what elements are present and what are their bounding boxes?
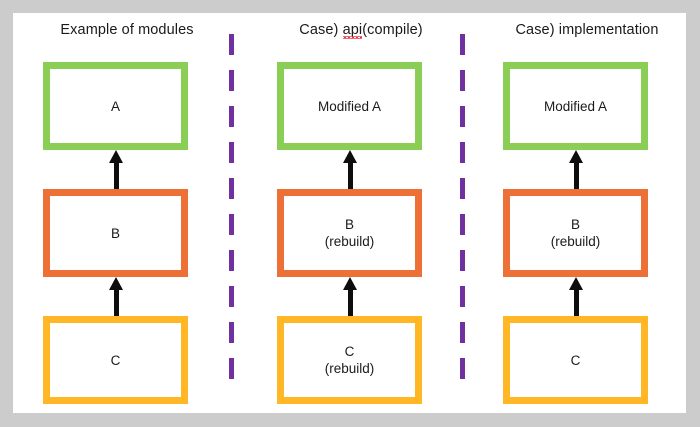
module-box-c-sublabel: (rebuild) bbox=[324, 361, 375, 376]
column-title-example: Example of modules bbox=[15, 22, 239, 38]
module-box-c-label: C bbox=[110, 352, 121, 368]
module-box-a-label: Modified A bbox=[543, 98, 608, 114]
arrow-c-to-b bbox=[343, 277, 358, 316]
module-box-c[interactable]: C bbox=[503, 316, 648, 404]
module-box-c-text: C bbox=[571, 352, 581, 369]
arrow-c-to-b bbox=[569, 277, 584, 316]
column-title-suffix: (compile) bbox=[362, 22, 423, 38]
arrow-b-to-a bbox=[343, 150, 358, 189]
arrow-shaft bbox=[348, 287, 353, 316]
module-box-a[interactable]: A bbox=[43, 62, 188, 150]
module-box-a-label: A bbox=[110, 98, 120, 114]
arrow-c-to-b bbox=[109, 277, 124, 316]
module-box-b-label: B bbox=[344, 217, 354, 232]
module-box-a[interactable]: Modified A bbox=[503, 62, 648, 150]
column-title-prefix: Case) bbox=[299, 22, 343, 38]
module-box-c[interactable]: C (rebuild) bbox=[277, 316, 422, 404]
module-box-c[interactable]: C bbox=[43, 316, 188, 404]
column-title-text: Example of modules bbox=[60, 22, 194, 38]
module-box-b-label: B bbox=[570, 217, 580, 232]
module-box-b-sublabel: (rebuild) bbox=[550, 234, 601, 249]
module-box-c-label: C bbox=[344, 344, 355, 359]
column-divider-2 bbox=[460, 34, 465, 392]
slide-canvas: Example of modules A B C bbox=[13, 13, 686, 413]
column-divider-1 bbox=[229, 34, 234, 392]
column-title-implementation: Case) implementation bbox=[475, 22, 699, 38]
diagram-column-example: Example of modules A B C bbox=[15, 13, 239, 413]
arrow-shaft bbox=[574, 160, 579, 189]
module-box-b-sublabel: (rebuild) bbox=[324, 234, 375, 249]
arrow-up-icon bbox=[343, 277, 357, 290]
module-box-c-text: C (rebuild) bbox=[325, 343, 375, 377]
module-box-b-label: B bbox=[110, 225, 120, 241]
module-box-a[interactable]: Modified A bbox=[277, 62, 422, 150]
module-box-b-text: B (rebuild) bbox=[551, 216, 601, 250]
diagram-column-implementation: Case) implementation Modified A B (rebui… bbox=[475, 13, 699, 413]
module-box-a-text: Modified A bbox=[318, 98, 381, 115]
module-box-b[interactable]: B bbox=[43, 189, 188, 277]
arrow-shaft bbox=[574, 287, 579, 316]
module-box-a-text: Modified A bbox=[544, 98, 607, 115]
module-box-a-text: A bbox=[111, 98, 120, 115]
column-title-api-compile: Case) api(compile) bbox=[249, 22, 473, 39]
module-box-c-label: C bbox=[570, 352, 581, 368]
arrow-shaft bbox=[348, 160, 353, 189]
arrow-shaft bbox=[114, 287, 119, 316]
column-title-misspelled-word: api bbox=[342, 22, 363, 39]
module-box-a-label: Modified A bbox=[317, 98, 382, 114]
arrow-shaft bbox=[114, 160, 119, 189]
module-box-b[interactable]: B (rebuild) bbox=[277, 189, 422, 277]
module-box-b-text: B (rebuild) bbox=[325, 216, 375, 250]
arrow-up-icon bbox=[569, 150, 583, 163]
module-box-b-text: B bbox=[111, 225, 120, 242]
arrow-up-icon bbox=[109, 150, 123, 163]
arrow-up-icon bbox=[343, 150, 357, 163]
arrow-up-icon bbox=[569, 277, 583, 290]
arrow-b-to-a bbox=[109, 150, 124, 189]
diagram-column-api-compile: Case) api(compile) Modified A B (rebuild… bbox=[249, 13, 473, 413]
arrow-b-to-a bbox=[569, 150, 584, 189]
module-box-b[interactable]: B (rebuild) bbox=[503, 189, 648, 277]
module-box-c-text: C bbox=[111, 352, 121, 369]
column-title-text: Case) implementation bbox=[515, 22, 659, 38]
arrow-up-icon bbox=[109, 277, 123, 290]
